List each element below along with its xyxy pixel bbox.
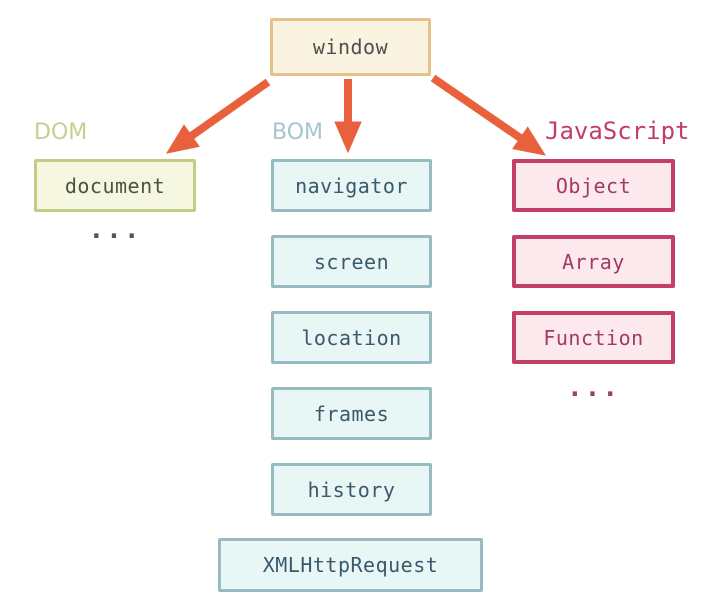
document-node: document — [34, 159, 196, 212]
javascript-column-label: JavaScript — [545, 117, 690, 145]
dom-ellipsis: ... — [88, 215, 142, 245]
bom-column-label: BOM — [272, 120, 324, 145]
dom-column-label: DOM — [34, 120, 88, 145]
navigator-node: navigator — [271, 159, 432, 212]
arrow-to-js-icon — [430, 74, 547, 156]
xmlhttprequest-node: XMLHttpRequest — [218, 538, 483, 592]
location-node: location — [271, 311, 432, 364]
arrow-to-bom-icon — [334, 79, 362, 154]
function-node: Function — [512, 311, 675, 364]
arrow-to-dom-icon — [165, 78, 271, 154]
javascript-ellipsis: ... — [567, 373, 620, 403]
object-node: Object — [512, 159, 675, 212]
frames-node: frames — [271, 387, 432, 440]
window-node: window — [270, 18, 431, 76]
array-node: Array — [512, 235, 675, 288]
history-node: history — [271, 463, 432, 516]
screen-node: screen — [271, 235, 432, 288]
